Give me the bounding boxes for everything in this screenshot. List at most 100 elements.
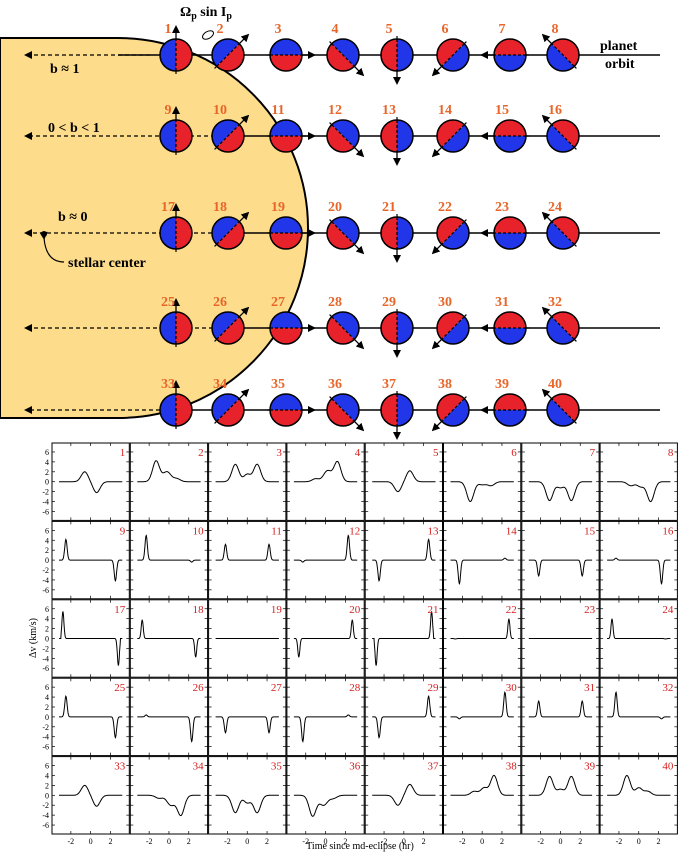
planet-number: 37 (382, 377, 396, 392)
panel-number: 8 (668, 447, 674, 459)
planet-number: 8 (552, 22, 559, 37)
planet-body (431, 394, 469, 432)
planet: 27 (267, 295, 316, 345)
planet-blue-half (494, 328, 526, 344)
planet-body (431, 312, 469, 350)
y-tick-label: -4 (42, 576, 49, 585)
rm-curve (450, 774, 514, 796)
y-tick-label: 0 (45, 556, 49, 565)
planet-outline (436, 38, 470, 72)
y-tick-label: 4 (45, 615, 49, 624)
rm-curve (137, 794, 201, 817)
planet-outline (326, 216, 360, 250)
planet-outline (436, 311, 470, 345)
planet: 34 (211, 377, 250, 427)
rm-curve (293, 619, 358, 658)
planet-number: 19 (271, 200, 285, 215)
planet-red-half (551, 312, 579, 340)
spin-axis (216, 316, 240, 340)
planet: 23 (480, 200, 529, 250)
spin-arrow (541, 33, 553, 45)
planet-blue-half (441, 43, 469, 71)
star-disk (0, 37, 309, 419)
planet-body (480, 120, 529, 152)
planet: 21 (380, 200, 414, 263)
rm-curve (607, 690, 671, 720)
planet-body (160, 106, 192, 155)
rm-panel: 23 (521, 599, 600, 678)
planet-number: 10 (213, 103, 227, 118)
spin-axis (216, 221, 240, 245)
x-tick-label: -2 (302, 837, 309, 846)
planet-body (541, 306, 579, 344)
spin-arrow (238, 388, 250, 400)
planet-outline (326, 311, 360, 345)
planet-outline (159, 393, 193, 427)
planet-number: 6 (442, 22, 449, 37)
planet-blue-half (441, 316, 469, 344)
spin-axis (331, 124, 355, 148)
x-tick-label: 2 (343, 837, 347, 846)
planet-red-half (437, 394, 465, 422)
rm-curve (372, 694, 436, 739)
panel-number: 24 (662, 604, 674, 616)
panel-number: 9 (120, 525, 126, 537)
x-tick-label: -2 (616, 837, 623, 846)
panel-number: 4 (355, 447, 361, 459)
planet-outline (269, 119, 303, 153)
panel-number: 7 (590, 447, 596, 459)
planet-outline (211, 393, 245, 427)
planet-body (431, 217, 469, 255)
planet-body (381, 117, 413, 166)
y-tick-label: -2 (42, 644, 49, 653)
planet: 10 (211, 103, 250, 153)
planet-body (381, 214, 413, 263)
panel-number: 30 (506, 682, 518, 694)
planet-outline (493, 216, 527, 250)
rm-curve (372, 783, 436, 806)
planet-number: 25 (161, 295, 175, 310)
y-tick-label: 2 (45, 703, 49, 712)
rm-panel: 31 (521, 677, 600, 757)
rm-panel: 35 (208, 756, 287, 835)
y-tick-label: 4 (45, 693, 49, 702)
rm-panel: 21 (364, 599, 444, 678)
planet-body (267, 312, 316, 344)
planet-blue-half (397, 120, 413, 152)
planet: 7 (480, 22, 529, 72)
panel-number: 40 (662, 761, 674, 773)
rm-curve (450, 481, 514, 503)
planet-number: 39 (495, 377, 509, 392)
planet-number: 16 (548, 103, 562, 118)
planet: 2 (211, 22, 250, 72)
panel-number: 31 (584, 682, 595, 694)
spin-axis (551, 124, 575, 148)
y-tick-label: -6 (42, 664, 49, 673)
planet: 38 (431, 377, 470, 432)
rm-curve (59, 538, 123, 583)
planet-number: 21 (382, 200, 396, 215)
spin-arrow (431, 65, 443, 77)
planet-outline (211, 38, 245, 72)
planet-outline (436, 216, 470, 250)
planet-red-half (176, 39, 192, 71)
planet-blue-half (547, 398, 575, 426)
planet-red-half (551, 120, 579, 148)
panel-number: 29 (428, 682, 440, 694)
x-tick-label: 0 (480, 837, 484, 846)
rm-curve (372, 470, 436, 493)
panel-number: 32 (662, 682, 673, 694)
planet: 5 (380, 22, 414, 85)
planet-body (267, 39, 316, 71)
y-tick-label: 6 (45, 605, 49, 614)
planet-body (480, 312, 529, 344)
planet-number: 12 (328, 103, 342, 118)
planet-outline (546, 38, 580, 72)
rm-curve (137, 534, 201, 563)
x-tick-label: -2 (459, 837, 466, 846)
planet-blue-half (160, 394, 176, 426)
spin-arrow (353, 146, 365, 158)
spin-arrow (431, 338, 443, 350)
panel-number: 3 (276, 447, 282, 459)
planet-red-half (494, 312, 526, 328)
